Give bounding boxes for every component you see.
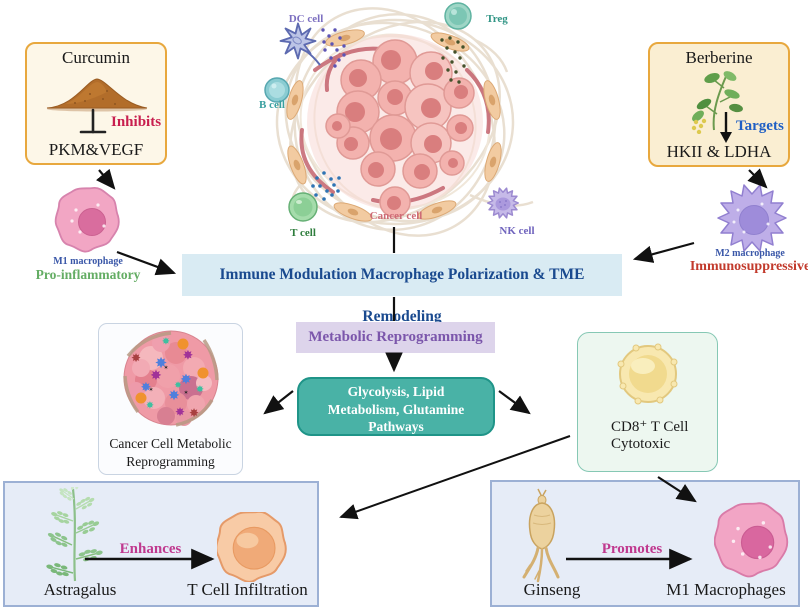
svg-text:✸: ✸ [162, 337, 170, 348]
cd8-t-cell-icon [617, 343, 678, 405]
cd8-caption-line1: CD8⁺ T Cell [611, 419, 689, 435]
cancer-cell-cluster [325, 39, 475, 218]
astragalus-plant-icon [46, 487, 103, 582]
tumor-sphere-icon: ✸✸ ✸✸ ✸✸ ✸ ✸✸ ✸✸ ✸✸ ✶✶✶ [123, 330, 219, 427]
ginseng-root-icon [522, 488, 560, 583]
berberine-action-label: Targets [736, 118, 784, 134]
svg-text:✸: ✸ [141, 381, 152, 396]
pathways-box: Glycolysis, Lipid Metabolism, Glutamine … [297, 377, 495, 436]
m2-macrophage-label: M2 macrophage [715, 248, 785, 259]
berberine-target-label: HKII & LDHA [666, 142, 772, 161]
arrow-pathways-to-cancerbox [263, 390, 294, 415]
berberine-plant-icon [691, 71, 743, 134]
m2-macrophage-icon [717, 184, 787, 252]
astragalus-panel: Enhances Astragalus T Cell Infiltration [3, 481, 319, 607]
tme-label-treg: Treg [486, 13, 508, 25]
cd8-t-cell-box: CD8⁺ T Cell Cytotoxic [577, 332, 718, 472]
ginseng-plant-label: Ginseng [523, 580, 581, 599]
cd8-caption-line2: Cytotoxic [611, 436, 671, 452]
tme-label-cancer-cell: Cancer cell [369, 210, 423, 222]
metabolic-reprogramming-box: Metabolic Reprogramming [296, 322, 495, 353]
svg-text:✸: ✸ [168, 388, 180, 404]
svg-text:✶: ✶ [148, 387, 153, 394]
ginseng-panel: Promotes Ginseng M1 Macrophages [490, 480, 800, 607]
t-cell-infiltration-icon [217, 512, 287, 582]
svg-text:✸: ✸ [150, 368, 162, 384]
treg-cell-icon [440, 2, 472, 84]
arrow-pathways-to-cd8box [498, 390, 531, 415]
pathways-line2: Metabolism, Glutamine [327, 401, 465, 417]
astragalus-result-label: T Cell Infiltration [187, 580, 308, 599]
astragalus-plant-label: Astragalus [43, 580, 117, 599]
nk-cell-icon [486, 187, 520, 219]
svg-text:✸: ✸ [155, 354, 168, 372]
svg-text:✸: ✸ [146, 401, 154, 412]
m2-state-label: Immunosuppressive [689, 259, 808, 274]
t-cell-icon [288, 171, 341, 222]
svg-text:✸: ✸ [180, 372, 192, 388]
tme-label-nk-cell: NK cell [499, 225, 535, 237]
tme-label-dc-cell: DC cell [288, 13, 324, 25]
m1-macrophage-label: M1 macrophage [53, 256, 123, 267]
ginseng-result-label: M1 Macrophages [666, 580, 786, 599]
banner-immune-modulation: Immune Modulation Macrophage Polarizatio… [182, 254, 622, 325]
curcumin-action-label: Inhibits [111, 114, 162, 130]
down-arrow-icon [720, 112, 732, 143]
tumor-microenvironment-illustration [264, 2, 534, 237]
pathways-line3: Pathways [368, 419, 424, 435]
fibroblasts [286, 29, 502, 222]
tme-label-t-cell: T cell [290, 227, 316, 239]
berberine-title: Berberine [685, 48, 753, 67]
cancer-box-caption-line1: Cancer Cell Metabolic [109, 436, 232, 451]
svg-text:✸: ✸ [196, 385, 204, 396]
svg-text:✶: ✶ [183, 390, 188, 397]
pathways-line1: Glycolysis, Lipid [347, 384, 445, 399]
m1-macrophage-icon [54, 187, 120, 253]
cancer-box-caption-line2: Reprogramming [126, 454, 215, 469]
b-cell-icon [264, 77, 290, 103]
curcumin-target-label: PKM&VEGF [48, 140, 144, 159]
arrow-m2-to-banner [632, 241, 695, 263]
svg-text:✸: ✸ [175, 405, 185, 419]
cancer-reprogramming-box: ✸✸ ✸✸ ✸✸ ✸ ✸✸ ✸✸ ✸✸ ✶✶✶ Cancer Cell Meta… [98, 323, 243, 475]
berberine-panel: Berberine Targets HKII & LDHA [648, 42, 790, 167]
svg-text:✸: ✸ [174, 381, 182, 391]
dc-cell-icon [279, 22, 346, 68]
astragalus-action-label: Enhances [119, 541, 182, 557]
turmeric-powder-icon [46, 78, 148, 112]
ginseng-action-label: Promotes [601, 541, 663, 557]
curcumin-title: Curcumin [62, 48, 130, 67]
curcumin-panel: Curcumin Inhibits PKM&VEGF [25, 42, 167, 165]
svg-text:✸: ✸ [183, 349, 194, 364]
inhibition-bar-icon [79, 108, 107, 134]
m1-state-label: Pro-inflammatory [35, 267, 141, 282]
tme-label-b-cell: B cell [259, 99, 285, 111]
svg-text:✸: ✸ [131, 351, 141, 365]
svg-text:✶: ✶ [163, 365, 168, 372]
m1-macrophages-icon [714, 502, 789, 578]
svg-text:✸: ✸ [189, 406, 199, 420]
